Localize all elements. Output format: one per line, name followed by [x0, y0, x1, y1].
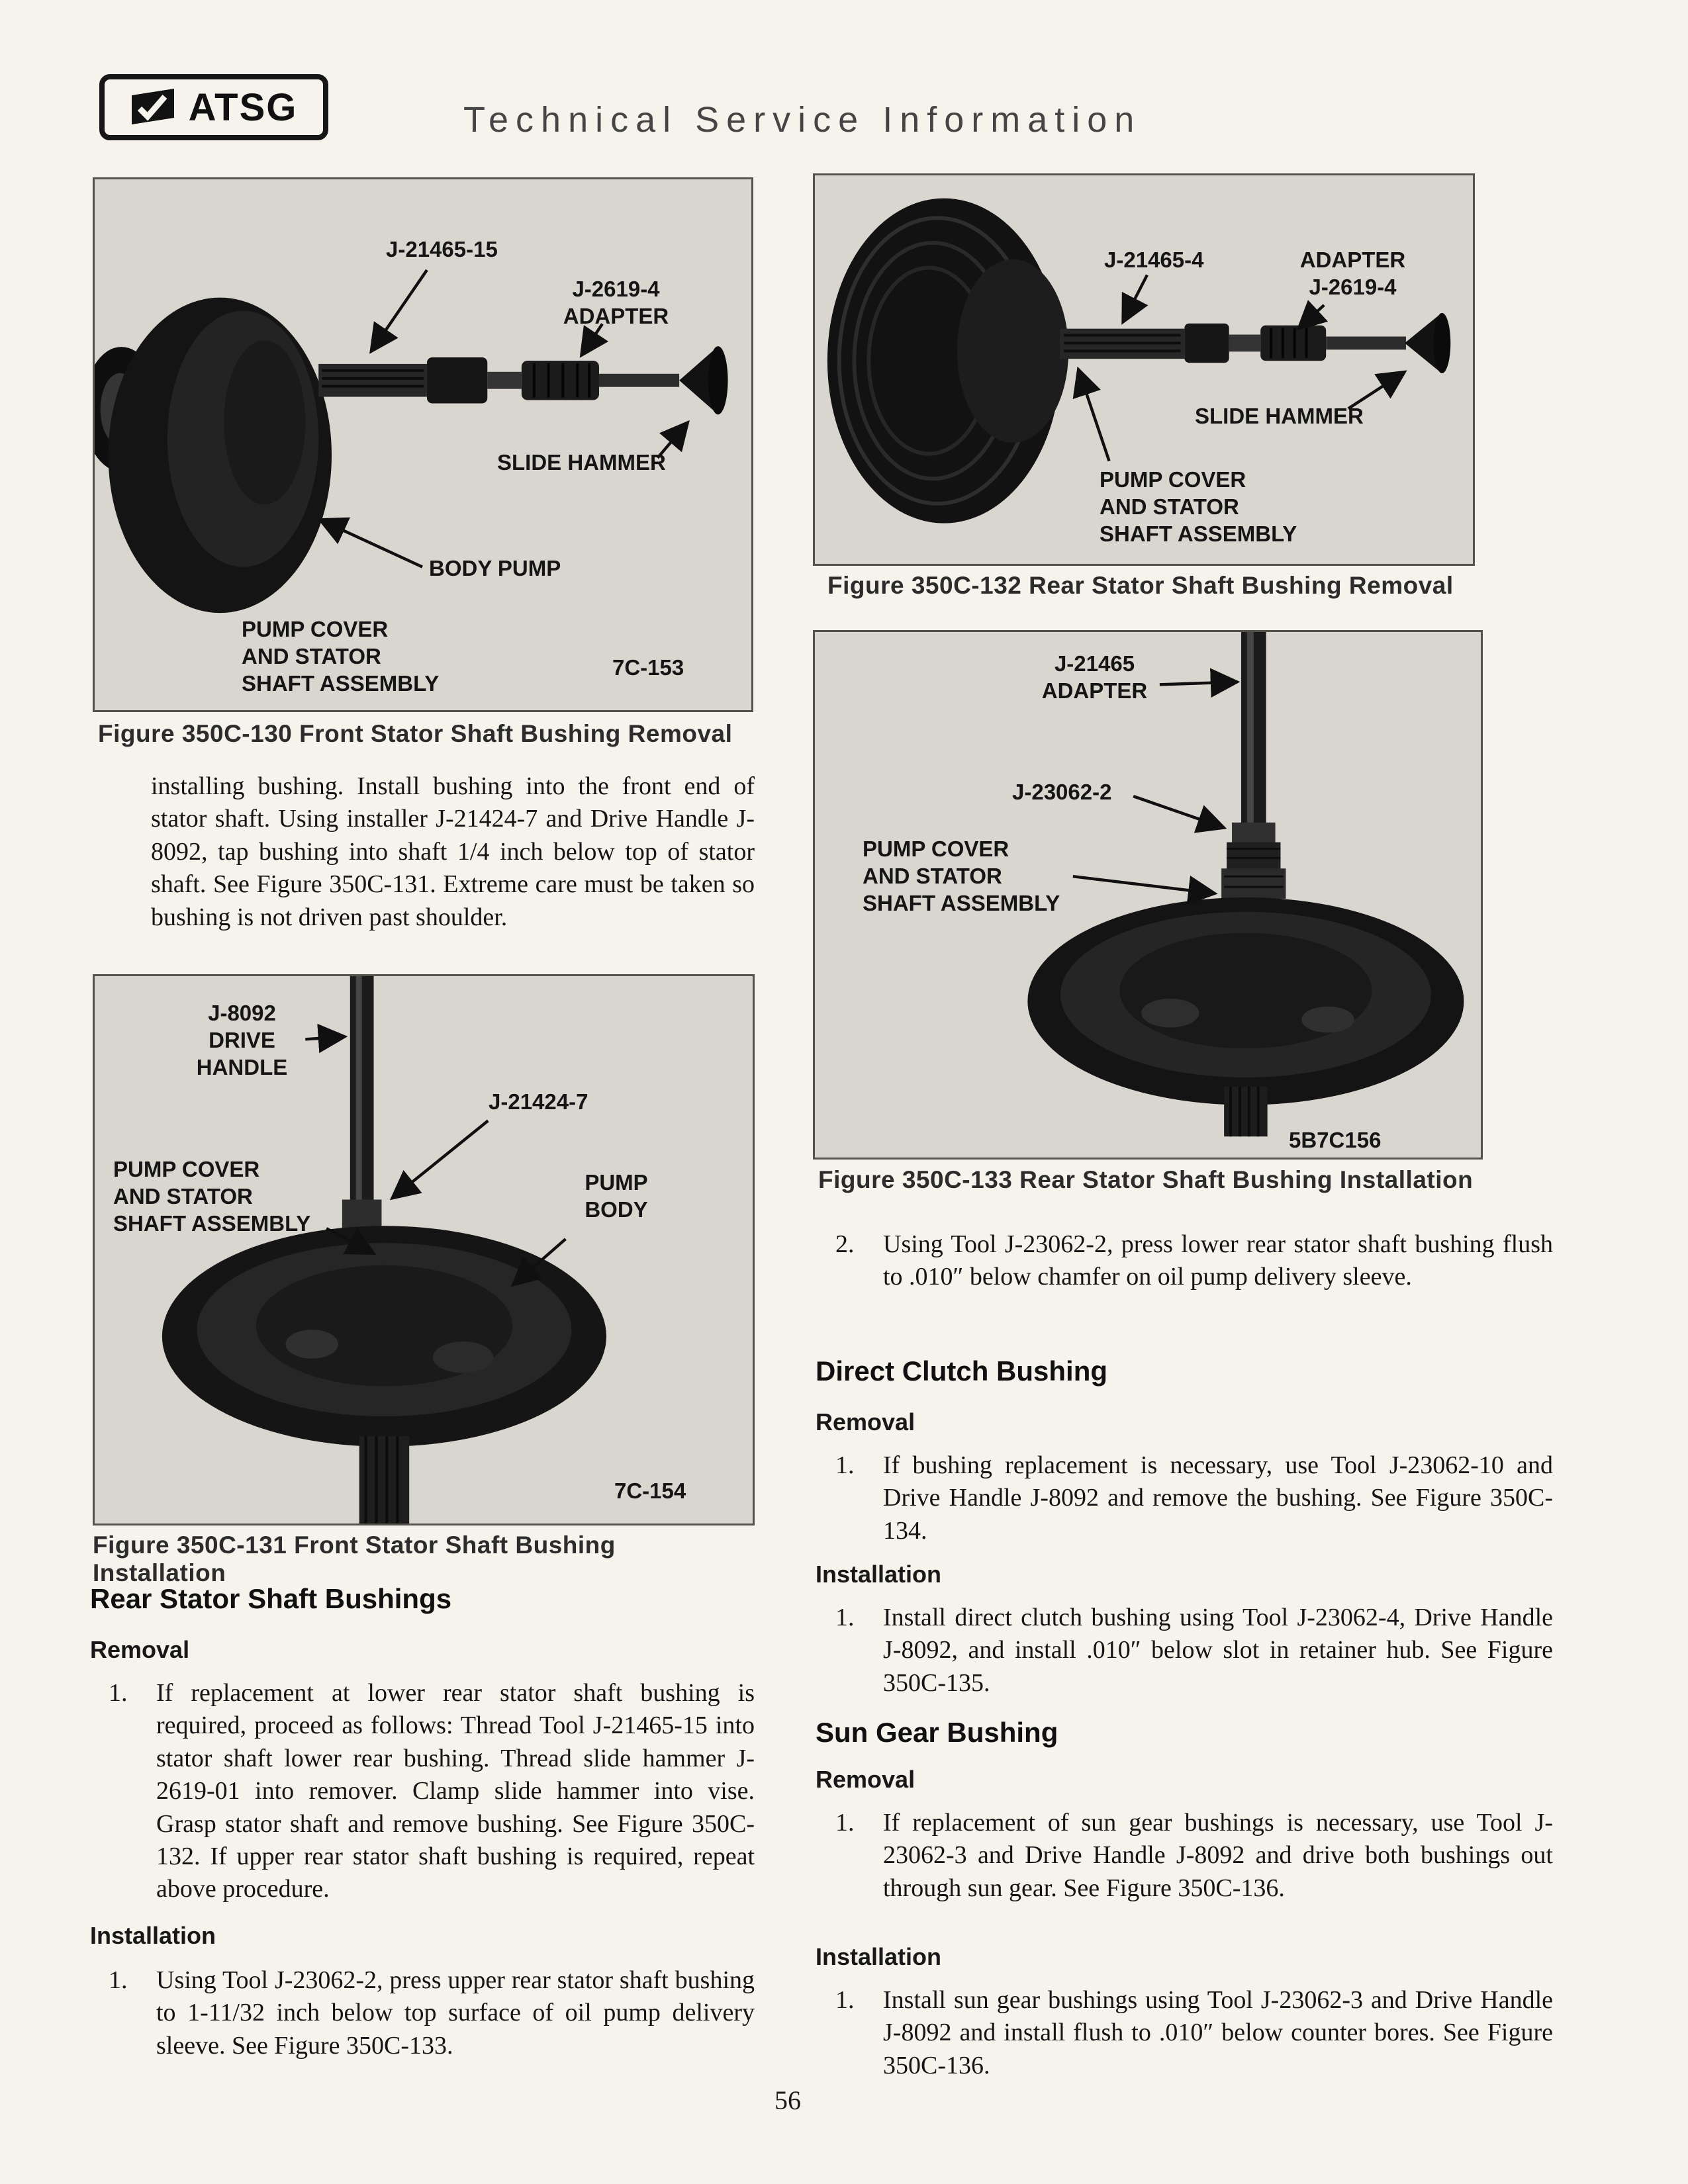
list-item: 1. If replacement of sun gear bushings i…	[835, 1807, 1553, 1905]
list-item: 1. Install direct clutch bushing using T…	[835, 1602, 1553, 1700]
subheading-removal: Removal	[90, 1636, 190, 1663]
figure-350c-131-photo	[162, 976, 606, 1524]
label-adapter-j21465: J-21465 ADAPTER	[1041, 651, 1148, 703]
atsg-logo: ATSG	[99, 74, 328, 140]
subheading-removal: Removal	[816, 1766, 915, 1793]
list-item: 1. Using Tool J-23062-2, press upper rea…	[109, 1964, 755, 2062]
label-pump-body: PUMP BODY	[585, 1170, 648, 1222]
item-number: 1.	[835, 1809, 855, 1837]
intro-paragraph: installing bushing. Install bushing into…	[151, 772, 755, 931]
atsg-flag-icon	[131, 89, 174, 124]
label-pump-cover-assembly: PUMP COVER AND STATOR SHAFT ASSEMBLY	[1100, 467, 1297, 546]
label-tool-j21465-15: J-21465-15	[386, 237, 498, 261]
item-text: Install direct clutch bushing using Tool…	[883, 1604, 1553, 1697]
figure-350c-132-photo	[827, 198, 1451, 523]
item-text: Using Tool J-23062-2, press upper rear s…	[156, 1966, 755, 2060]
heading-rear-stator-shaft-bushings: Rear Stator Shaft Bushings	[90, 1583, 452, 1614]
item-text: Install sun gear bushings using Tool J-2…	[883, 1986, 1553, 2079]
item-number: 1.	[109, 1966, 128, 1994]
label-adapter-j2619-4: ADAPTER J-2619-4	[1299, 248, 1406, 299]
heading-sun-gear-bushing: Sun Gear Bushing	[816, 1717, 1058, 1748]
photo-id-7c-154: 7C-154	[614, 1479, 686, 1503]
item-text: Using Tool J-23062-2, press lower rear s…	[883, 1230, 1553, 1291]
label-tool-j21424-7: J-21424-7	[489, 1089, 588, 1114]
item-number: 2.	[835, 1230, 855, 1258]
figure-350c-130: J-21465-15 J-2619-4 ADAPTER SLIDE HAMMER…	[93, 177, 753, 712]
label-slide-hammer: SLIDE HAMMER	[497, 450, 666, 475]
label-slide-hammer: SLIDE HAMMER	[1195, 404, 1364, 428]
label-pump-cover-assembly: PUMP COVER AND STATOR SHAFT ASSEMBLY	[863, 837, 1060, 915]
figure-350c-133-caption: Figure 350C-133 Rear Stator Shaft Bushin…	[818, 1166, 1474, 1193]
figure-350c-132: J-21465-4 ADAPTER J-2619-4 SLIDE HAMMER …	[813, 173, 1475, 566]
figure-350c-132-caption: Figure 350C-132 Rear Stator Shaft Bushin…	[827, 572, 1454, 599]
list-item: 2. Using Tool J-23062-2, press lower rea…	[835, 1228, 1553, 1294]
label-drive-handle-j8092: J-8092 DRIVE HANDLE	[196, 1001, 288, 1079]
label-adapter-j2619-4: J-2619-4 ADAPTER	[563, 277, 669, 328]
figure-350c-131: J-8092 DRIVE HANDLE J-21424-7 PUMP COVER…	[93, 974, 755, 1525]
subheading-installation: Installation	[90, 1922, 216, 1949]
subheading-installation: Installation	[816, 1561, 942, 1588]
label-tool-j23062-2: J-23062-2	[1012, 780, 1112, 804]
item-number: 1.	[835, 1451, 855, 1479]
figure-350c-133-photo	[1027, 632, 1464, 1137]
label-body-pump: BODY PUMP	[429, 556, 561, 580]
item-text: If replacement at lower rear stator shaf…	[156, 1679, 755, 1903]
heading-direct-clutch-bushing: Direct Clutch Bushing	[816, 1355, 1108, 1387]
label-tool-j21465-4: J-21465-4	[1104, 248, 1204, 272]
item-text: If replacement of sun gear bushings is n…	[883, 1809, 1553, 1902]
photo-id-7c-153: 7C-153	[612, 655, 684, 680]
photo-id-5b7c156: 5B7C156	[1289, 1128, 1382, 1152]
label-pump-cover-assembly: PUMP COVER AND STATOR SHAFT ASSEMBLY	[242, 617, 440, 696]
figure-350c-131-caption: Figure 350C-131 Front Stator Shaft Bushi…	[93, 1531, 616, 1586]
subheading-installation: Installation	[816, 1943, 942, 1970]
item-number: 1.	[835, 1604, 855, 1631]
item-number: 1.	[109, 1679, 128, 1707]
subheading-removal: Removal	[816, 1408, 915, 1435]
list-item: 1. If replacement at lower rear stator s…	[109, 1677, 755, 1906]
figure-350c-133: J-21465 ADAPTER J-23062-2 PUMP COVER AND…	[813, 630, 1483, 1160]
figure-350c-130-caption: Figure 350C-130 Front Stator Shaft Bushi…	[98, 720, 733, 747]
page-title: Technical Service Information	[463, 100, 1142, 140]
item-number: 1.	[835, 1986, 855, 2014]
atsg-logo-text: ATSG	[188, 85, 298, 129]
list-item: 1. If bushing replacement is necessary, …	[835, 1449, 1553, 1547]
list-item: 1. Install sun gear bushings using Tool …	[835, 1984, 1553, 2082]
label-pump-cover-assembly: PUMP COVER AND STATOR SHAFT ASSEMBLY	[113, 1157, 311, 1236]
figure-350c-130-photo	[95, 269, 728, 614]
item-text: If bushing replacement is necessary, use…	[883, 1451, 1553, 1545]
page-number: 56	[774, 2085, 801, 2115]
